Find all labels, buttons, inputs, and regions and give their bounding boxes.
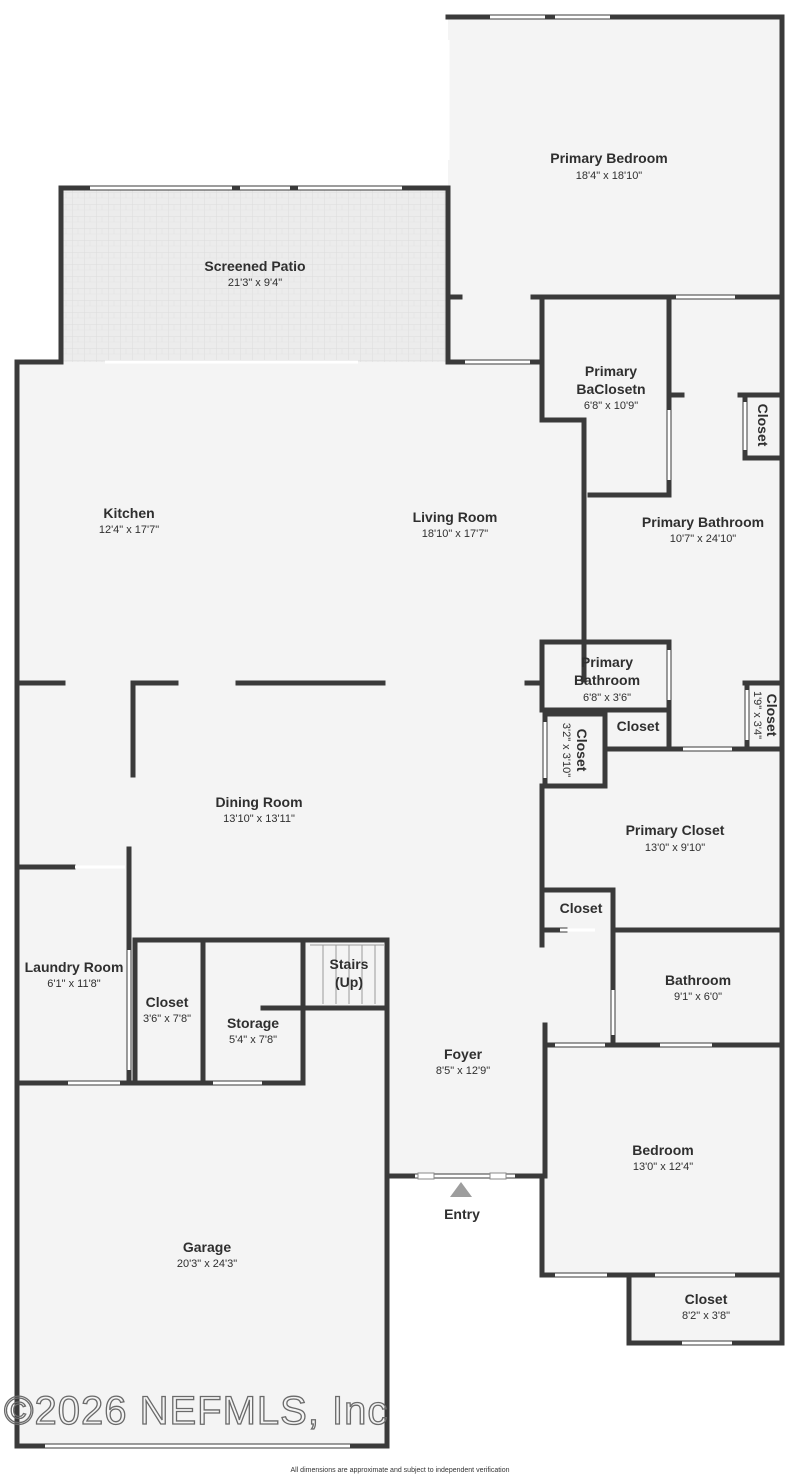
closet-vertical-a-dim: 3'2" x 3'10": [560, 723, 572, 777]
laundry-room-label: Laundry Room: [25, 959, 124, 975]
closet-small-a-label: Closet: [617, 718, 660, 734]
storage-label: Storage: [227, 1015, 279, 1031]
primary-bathroom-large-dim: 10'7" x 24'10": [670, 533, 737, 545]
kitchen-dim: 12'4" x 17'7": [99, 524, 159, 536]
entry-arrow-icon: [450, 1182, 472, 1197]
closet-vertical-b-dim: 1'9" x 3'4": [751, 691, 763, 739]
stairs-label-2: (Up): [335, 974, 363, 990]
entry-door: [417, 1172, 507, 1197]
screened-patio-label: Screened Patio: [204, 258, 305, 274]
stairs-label-1: Stairs: [330, 956, 369, 972]
primary-bathroom-small-label-1: Primary: [581, 654, 633, 670]
living-room-label: Living Room: [413, 509, 498, 525]
primary-bathroom-large-label: Primary Bathroom: [642, 514, 764, 530]
primary-baclosetn-dim: 6'8" x 10'9": [584, 400, 638, 412]
primary-bathroom-small-label-2: Bathroom: [574, 672, 640, 688]
entry-label: Entry: [444, 1206, 480, 1222]
primary-baclosetn-label-2: BaClosetn: [576, 381, 645, 397]
room-labels: Primary Bedroom 18'4" x 18'10" Screened …: [25, 150, 780, 1322]
bedroom-dim: 13'0" x 12'4": [633, 1161, 693, 1173]
closet-bottom-dim: 8'2" x 3'8": [682, 1310, 730, 1322]
closet-mid-right-label: Closet: [560, 900, 603, 916]
windows: [45, 15, 749, 1448]
patio-floor: [61, 188, 448, 362]
primary-closet-dim: 13'0" x 9'10": [645, 842, 705, 854]
primary-bedroom-dim: 18'4" x 18'10": [576, 170, 643, 182]
dining-room-dim: 13'10" x 13'11": [223, 813, 295, 825]
closet-top-right-label: Closet: [755, 404, 771, 447]
bedroom-label: Bedroom: [632, 1142, 693, 1158]
stairs-treads: [310, 944, 385, 1004]
laundry-room-dim: 6'1" x 11'8": [47, 978, 100, 990]
screened-patio-dim: 21'3" x 9'4": [228, 277, 282, 289]
closet-laundry-dim: 3'6" x 7'8": [143, 1013, 191, 1025]
foyer-dim: 8'5" x 12'9": [436, 1065, 490, 1077]
kitchen-label: Kitchen: [103, 505, 154, 521]
living-room-dim: 18'10" x 17'7": [422, 528, 489, 540]
primary-closet-label: Primary Closet: [626, 822, 725, 838]
closet-bottom-label: Closet: [685, 1291, 728, 1307]
garage-label: Garage: [183, 1239, 231, 1255]
watermark: ©2026 NEFMLS, Inc: [4, 1389, 388, 1433]
primary-baclosetn-label-1: Primary: [585, 363, 637, 379]
primary-bedroom-label: Primary Bedroom: [550, 150, 667, 166]
bathroom-label: Bathroom: [665, 972, 731, 988]
closet-vertical-a-label: Closet: [574, 729, 590, 772]
closet-laundry-label: Closet: [146, 994, 189, 1010]
garage-dim: 20'3" x 24'3": [177, 1258, 237, 1270]
bathroom-dim: 9'1" x 6'0": [674, 991, 722, 1003]
foyer-label: Foyer: [444, 1046, 483, 1062]
closet-vertical-b-label: Closet: [764, 694, 780, 737]
dining-room-label: Dining Room: [215, 794, 302, 810]
primary-bathroom-small-dim: 6'8" x 3'6": [583, 692, 631, 704]
storage-dim: 5'4" x 7'8": [229, 1034, 277, 1046]
footnote: All dimensions are approximate and subje…: [290, 1467, 509, 1474]
